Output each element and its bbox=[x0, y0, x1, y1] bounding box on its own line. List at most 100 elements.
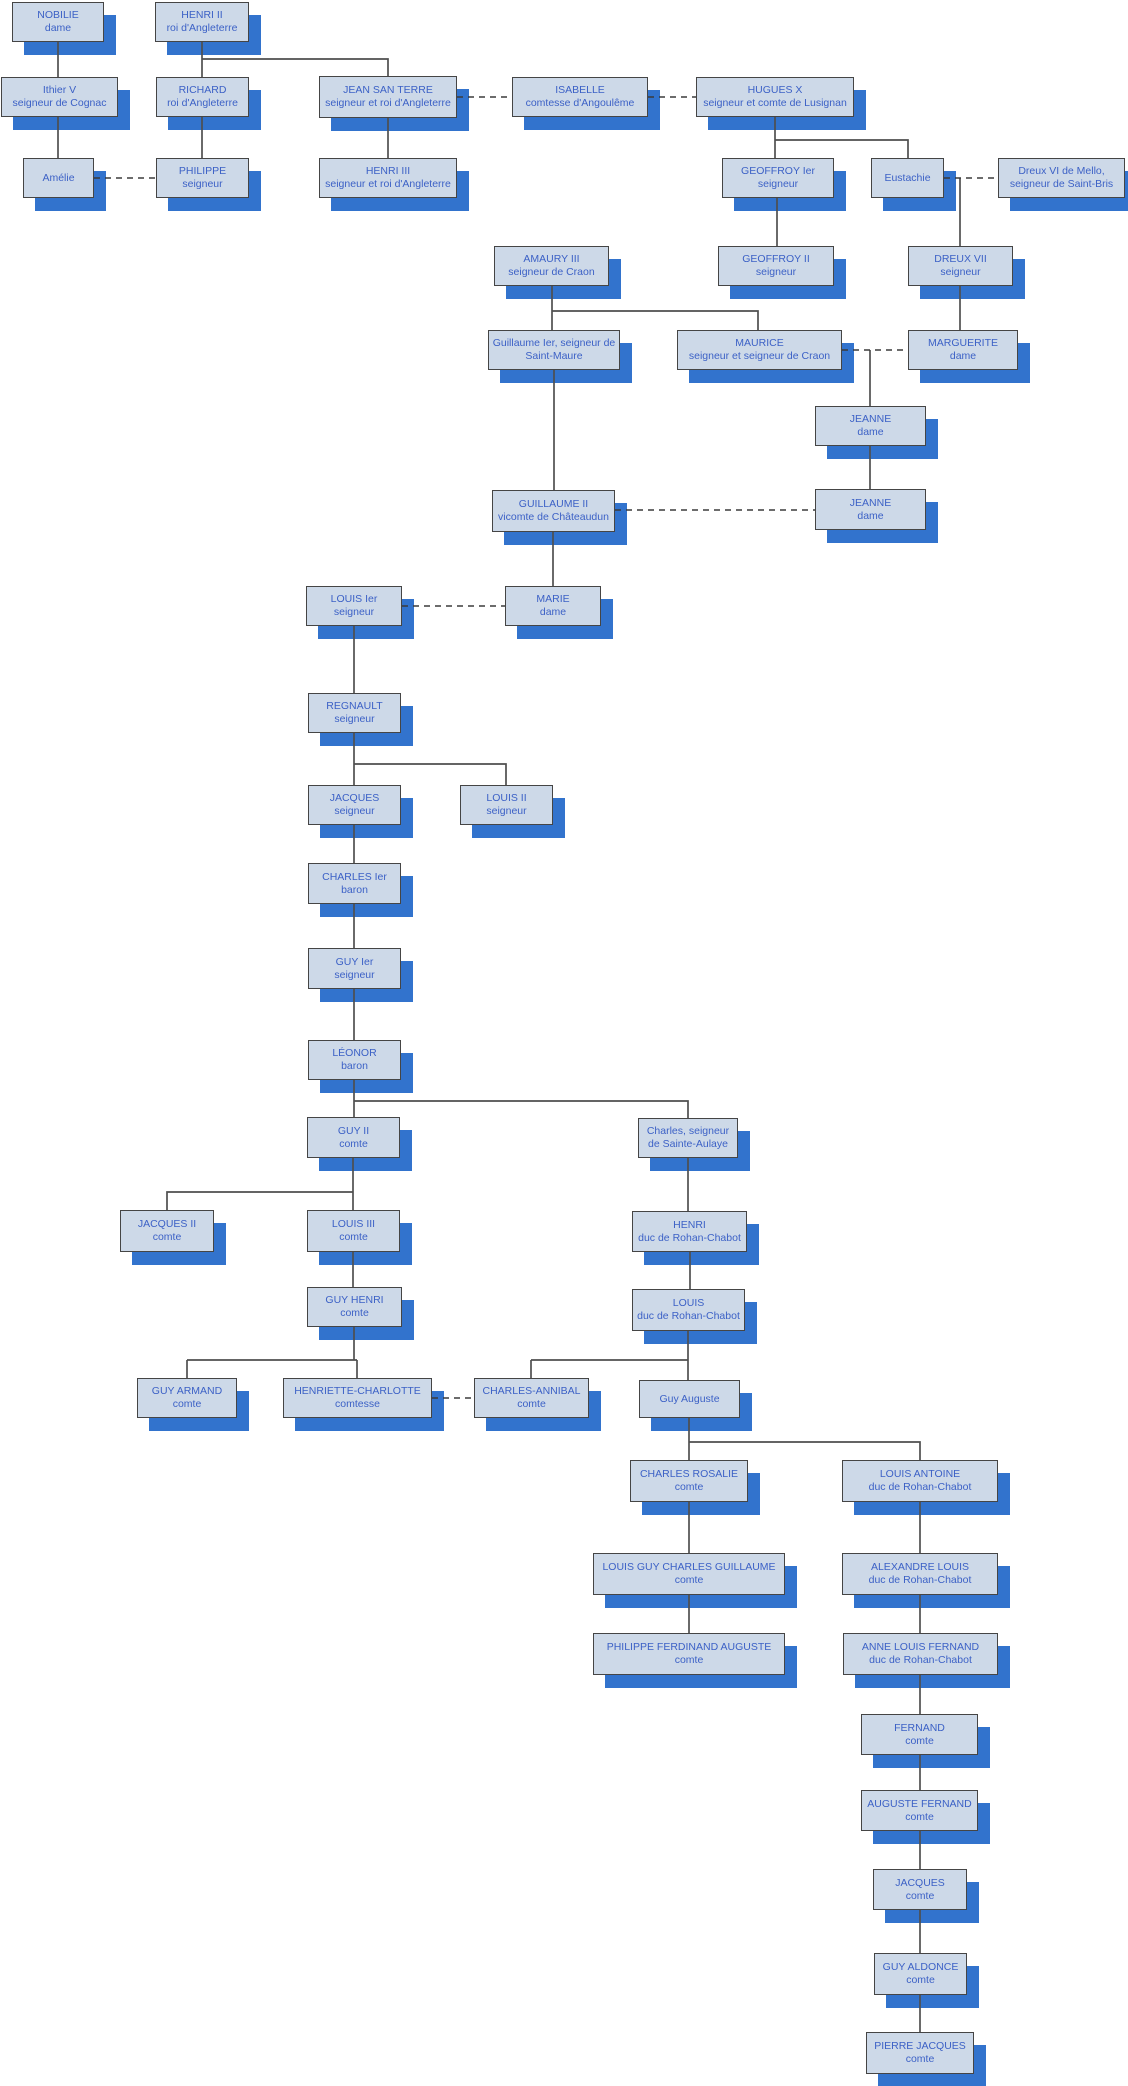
person-title: comte bbox=[905, 1734, 934, 1747]
person-name: Ithier V bbox=[42, 84, 77, 96]
person-name: LOUIS Ier bbox=[330, 593, 378, 605]
person-name: REGNAULT bbox=[326, 700, 383, 712]
person-title: dame bbox=[857, 509, 884, 522]
person-name: PIERRE JACQUES bbox=[874, 2040, 966, 2052]
person-box-amelie[interactable]: Amélie bbox=[23, 158, 94, 198]
person-title: baron bbox=[341, 1060, 368, 1072]
person-box-eustachie[interactable]: Eustachie bbox=[871, 158, 944, 198]
person-name: CHARLES-ANNIBAL bbox=[482, 1385, 581, 1397]
person-title: duc de Rohan-Chabot bbox=[638, 1231, 741, 1244]
person-name: CHARLES ROSALIE bbox=[639, 1468, 739, 1480]
person-title: seigneur bbox=[182, 178, 223, 190]
person-title: comte bbox=[905, 1889, 935, 1902]
person-name: MARGUERITE bbox=[927, 337, 998, 349]
person-name: AUGUSTE FERNAND bbox=[867, 1797, 972, 1810]
person-name: GUY II bbox=[337, 1124, 370, 1137]
person-name: FERNAND bbox=[894, 1721, 945, 1734]
person-title: comte bbox=[339, 1231, 368, 1243]
person-name: GUY Ier bbox=[335, 955, 374, 968]
person-title: comte bbox=[906, 1974, 935, 1986]
person-name: MAURICE bbox=[735, 337, 784, 349]
person-title: comte bbox=[339, 1137, 368, 1150]
person-title: comte bbox=[905, 2053, 935, 2065]
person-name: LÉONOR bbox=[332, 1047, 377, 1059]
person-box-guy-auguste[interactable]: Guy Auguste bbox=[639, 1380, 740, 1418]
person-name: ALEXANDRE LOUIS bbox=[870, 1561, 970, 1573]
person-name: Eustachie bbox=[884, 171, 931, 184]
person-title: comte bbox=[674, 1654, 704, 1666]
person-title: duc de Rohan-Chabot bbox=[868, 1574, 972, 1586]
person-name: LOUIS III bbox=[331, 1218, 376, 1230]
person-name: GEOFFROY II bbox=[742, 253, 810, 265]
person-name: JEAN SAN TERRE bbox=[343, 84, 433, 96]
person-title: Saint-Maure bbox=[525, 350, 583, 362]
person-title: seigneur bbox=[940, 266, 981, 278]
person-name: NOBILIE bbox=[37, 9, 79, 21]
person-name: HUGUES X bbox=[747, 84, 803, 96]
person-name: ANNE LOUIS FERNAND bbox=[861, 1641, 980, 1653]
person-box-dreux-vi[interactable]: Dreux VI de Mello,seigneur de Saint-Bris bbox=[998, 158, 1125, 198]
person-title: seigneur et roi d'Angleterre bbox=[325, 97, 451, 109]
person-title: duc de Rohan-Chabot bbox=[869, 1654, 972, 1666]
person-name: GUILLAUME II bbox=[518, 498, 589, 510]
person-name: JEANNE bbox=[849, 496, 892, 509]
person-name: GUY ALDONCE bbox=[882, 1961, 959, 1973]
person-title: comte bbox=[905, 1810, 934, 1823]
person-title: seigneur bbox=[334, 805, 375, 817]
person-title: comte bbox=[674, 1481, 704, 1493]
person-title: dame bbox=[949, 350, 977, 362]
person-name: CHARLES Ier bbox=[322, 870, 387, 883]
person-title: seigneur bbox=[757, 178, 799, 190]
person-title: baron bbox=[341, 883, 368, 896]
